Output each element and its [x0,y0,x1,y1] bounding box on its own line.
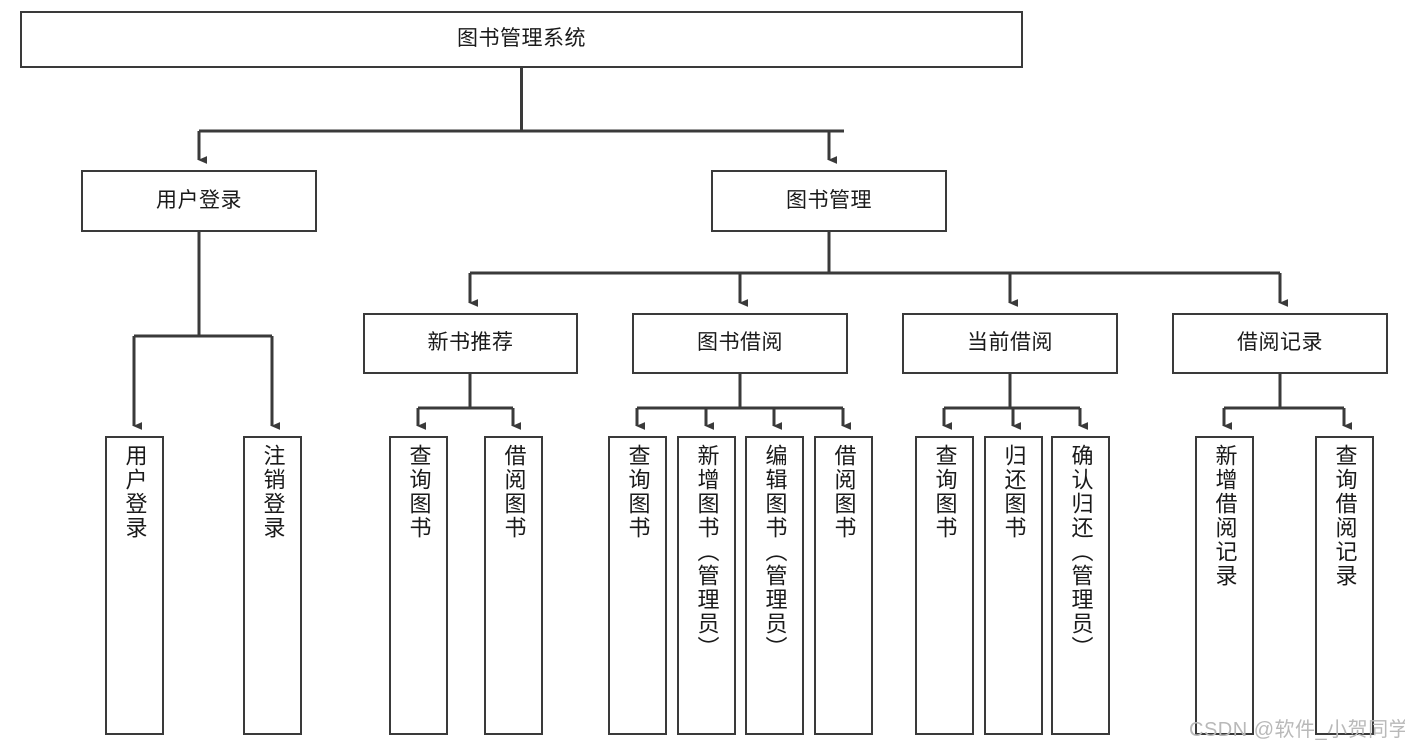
node-book-borrow[interactable]: 图书借阅 [632,313,848,374]
node-leaf-add-book-label: 新增图书（管理员） [694,444,720,660]
node-leaf-query-book-3[interactable]: 查询图书 [915,436,974,735]
node-leaf-borrow-book-2-label: 借阅图书 [831,444,857,540]
node-leaf-query-record[interactable]: 查询借阅记录 [1315,436,1374,735]
node-leaf-return-book-label: 归还图书 [1001,444,1027,540]
node-leaf-logout[interactable]: 注销登录 [243,436,302,735]
node-current-borrow[interactable]: 当前借阅 [902,313,1118,374]
node-leaf-add-record-label: 新增借阅记录 [1212,444,1238,588]
node-root-label: 图书管理系统 [457,27,586,51]
node-leaf-confirm-return[interactable]: 确认归还（管理员） [1051,436,1110,735]
node-leaf-query-book-1[interactable]: 查询图书 [389,436,448,735]
node-leaf-add-book[interactable]: 新增图书（管理员） [677,436,736,735]
node-new-book-rec-label: 新书推荐 [427,331,514,355]
node-leaf-query-book-3-label: 查询图书 [932,444,958,540]
node-leaf-borrow-book-1[interactable]: 借阅图书 [484,436,543,735]
node-current-borrow-label: 当前借阅 [967,331,1053,355]
node-root[interactable]: 图书管理系统 [20,11,1023,68]
node-leaf-edit-book[interactable]: 编辑图书（管理员） [745,436,804,735]
node-book-manage[interactable]: 图书管理 [711,170,947,232]
node-leaf-edit-book-label: 编辑图书（管理员） [762,444,788,660]
node-leaf-query-book-2-label: 查询图书 [625,444,651,540]
node-leaf-confirm-return-label: 确认归还（管理员） [1068,444,1094,660]
node-borrow-record[interactable]: 借阅记录 [1172,313,1388,374]
node-new-book-rec[interactable]: 新书推荐 [363,313,578,374]
node-leaf-borrow-book-2[interactable]: 借阅图书 [814,436,873,735]
node-leaf-query-book-2[interactable]: 查询图书 [608,436,667,735]
node-leaf-borrow-book-1-label: 借阅图书 [501,444,527,540]
node-leaf-user-login-label: 用户登录 [122,444,148,540]
node-borrow-record-label: 借阅记录 [1237,331,1323,355]
node-leaf-logout-label: 注销登录 [260,444,286,540]
node-user-login[interactable]: 用户登录 [81,170,317,232]
node-leaf-user-login[interactable]: 用户登录 [105,436,164,735]
node-leaf-return-book[interactable]: 归还图书 [984,436,1043,735]
node-leaf-query-book-1-label: 查询图书 [406,444,432,540]
node-book-borrow-label: 图书借阅 [697,331,783,355]
node-leaf-query-record-label: 查询借阅记录 [1332,444,1358,588]
node-user-login-label: 用户登录 [156,188,242,212]
node-book-manage-label: 图书管理 [786,188,872,212]
node-leaf-add-record[interactable]: 新增借阅记录 [1195,436,1254,735]
